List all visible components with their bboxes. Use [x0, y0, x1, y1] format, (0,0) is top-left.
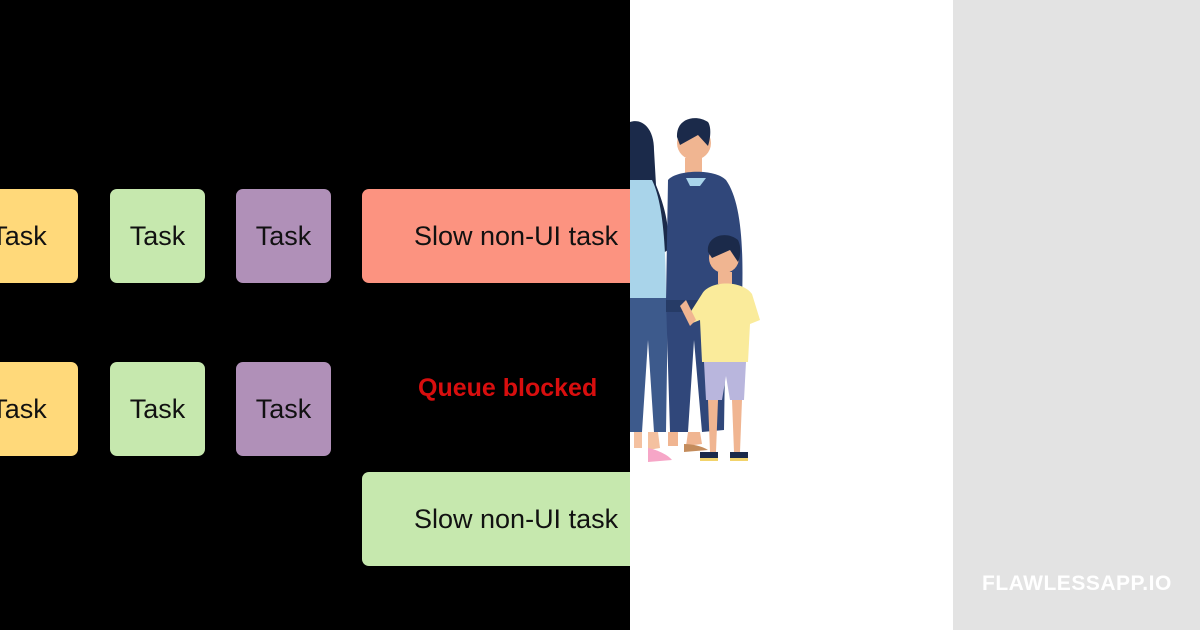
task-box-row1-2: Task — [110, 189, 205, 283]
task-box-row2-1: Task — [0, 362, 78, 456]
illustration-panel — [630, 0, 953, 630]
slow-task-box-row1: Slow non-UI task — [362, 189, 630, 283]
slow-task-box-row2: Slow non-UI task — [362, 472, 630, 566]
task-box-row2-2: Task — [110, 362, 205, 456]
brand-watermark: FLAWLESSAPP.IO — [982, 572, 1172, 595]
queue-blocked-label: Queue blocked — [418, 374, 598, 402]
queue-diagram-panel: Task Task Task Slow non-UI task Task Tas… — [0, 0, 630, 630]
task-box-row1-3: Task — [236, 189, 331, 283]
brand-panel — [953, 0, 1200, 630]
task-box-row2-3: Task — [236, 362, 331, 456]
family-back-view-icon — [630, 118, 760, 462]
task-box-row1-1: Task — [0, 189, 78, 283]
